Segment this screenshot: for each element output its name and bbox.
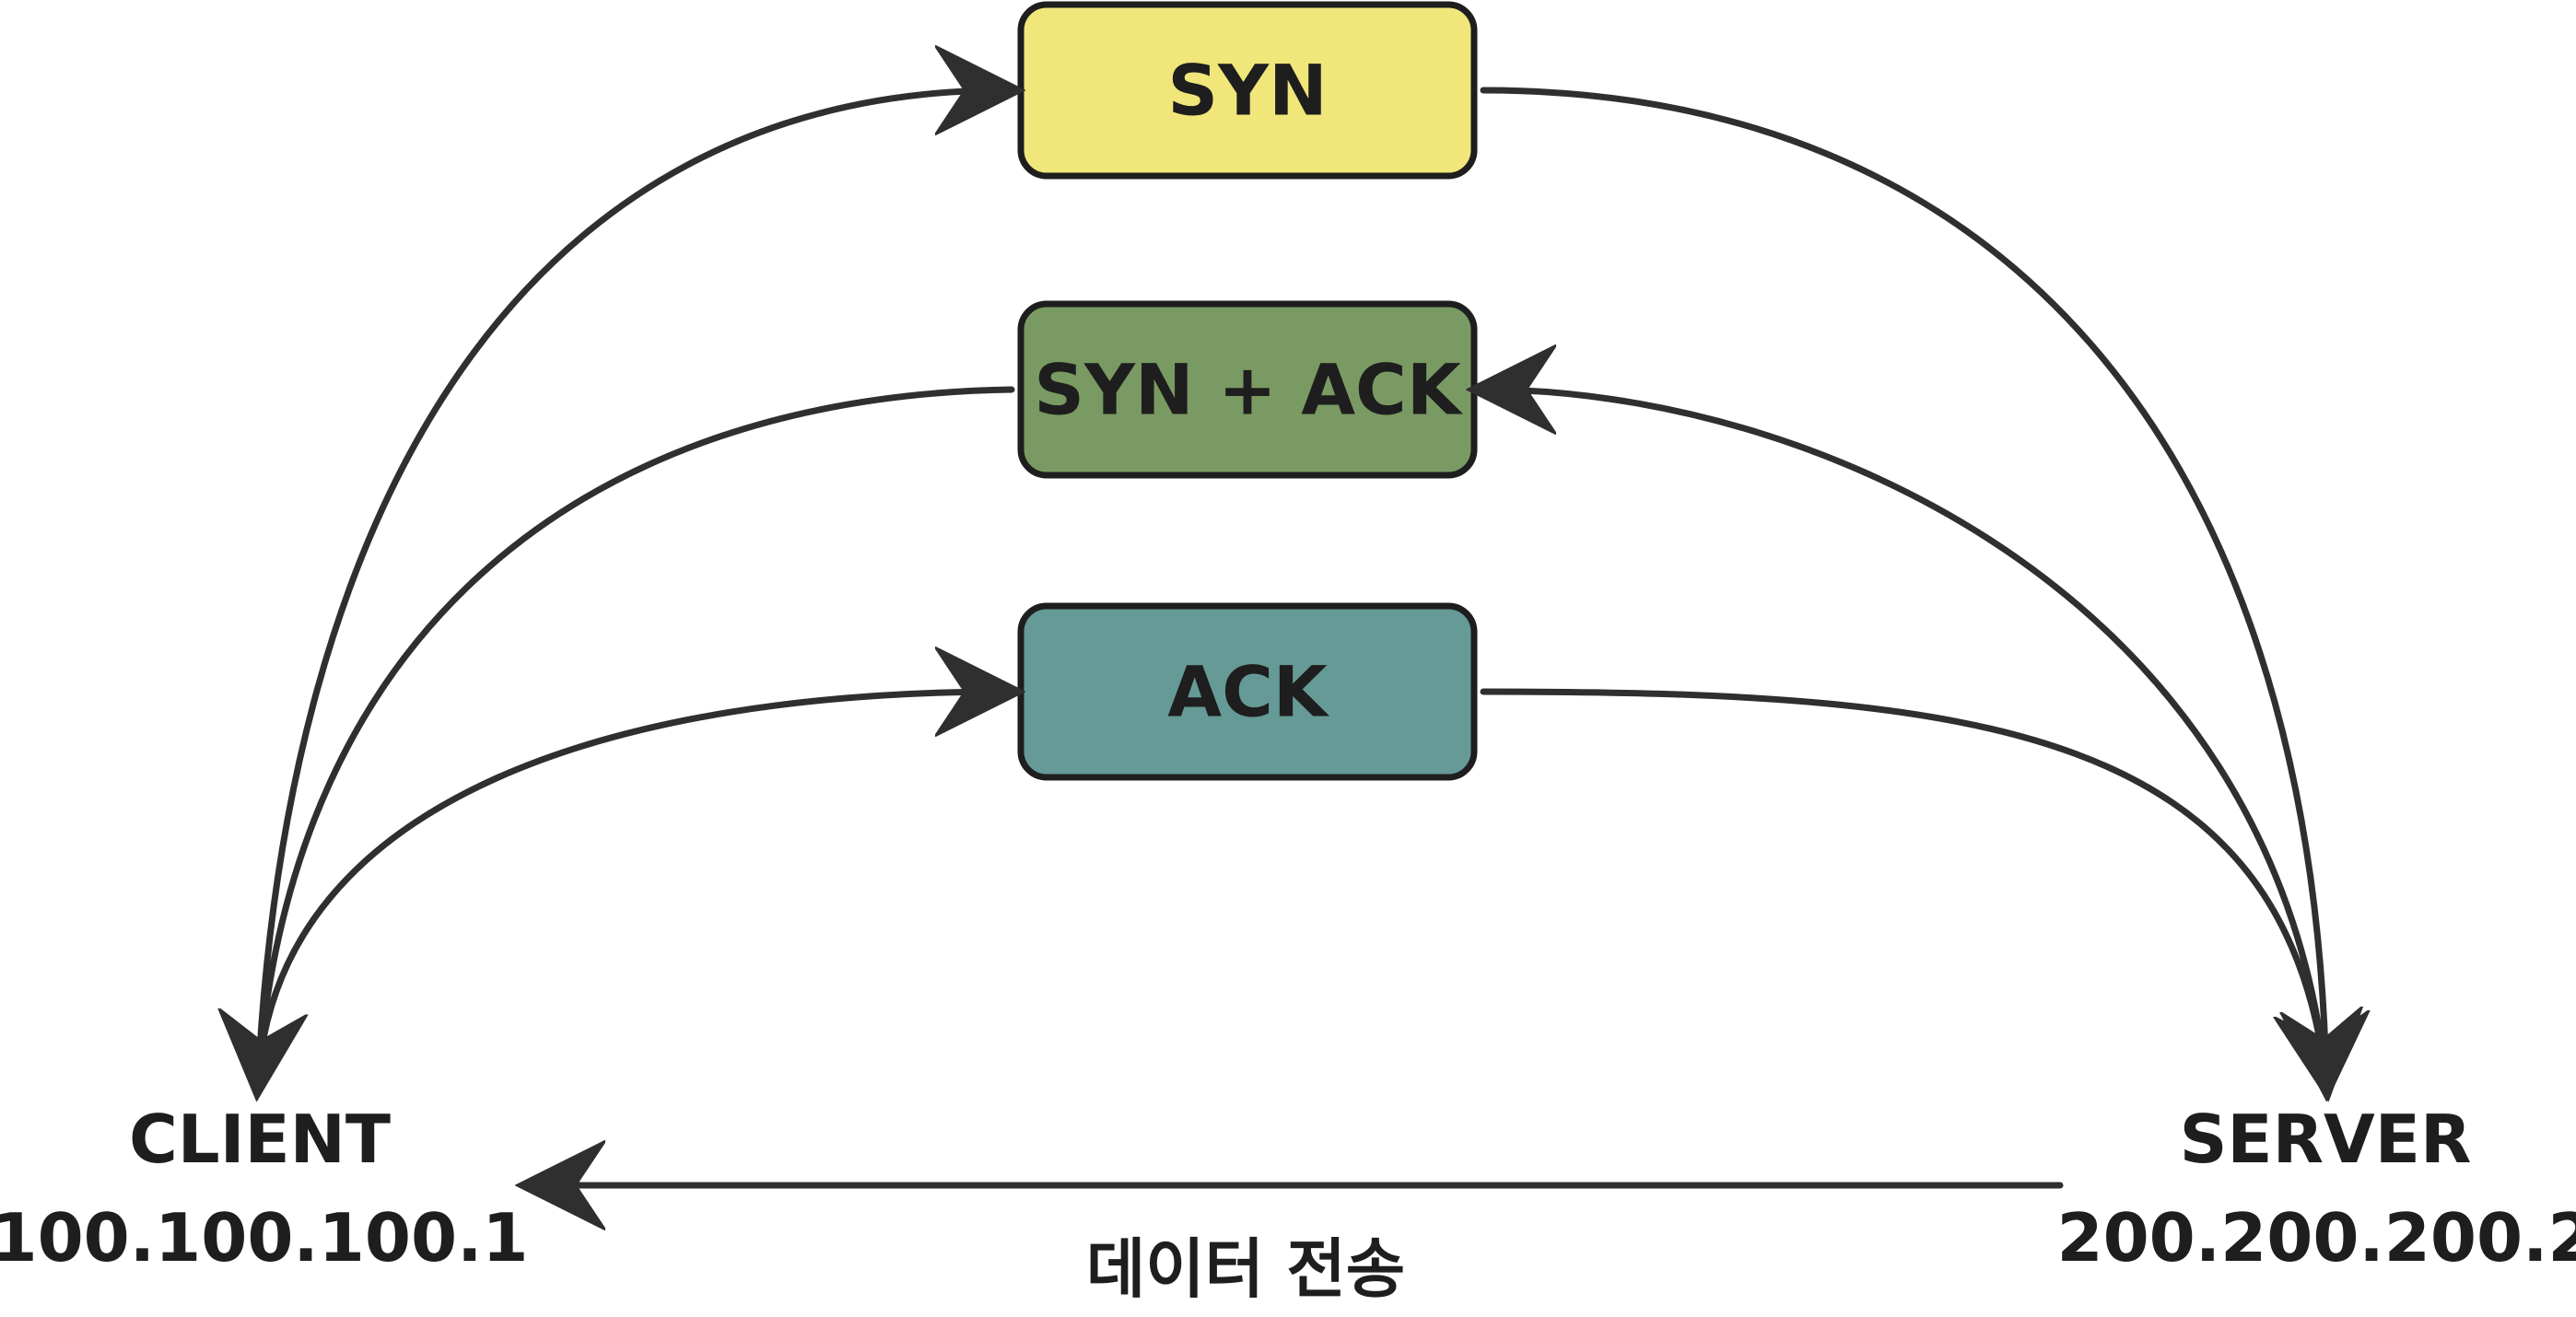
client-name: CLIENT — [129, 1101, 391, 1178]
arrow-client-to-ack — [254, 692, 1006, 1086]
server-node: SERVER 200.200.200.2 — [2056, 1101, 2576, 1276]
synack-box-label: SYN + ACK — [1034, 349, 1464, 431]
ack-box-label: ACK — [1167, 651, 1330, 733]
ack-box: ACK — [1017, 602, 1478, 781]
syn-box-label: SYN — [1167, 50, 1327, 132]
arrow-syn-to-server — [1480, 87, 2326, 1082]
client-ip: 100.100.100.1 — [0, 1199, 529, 1276]
client-node: CLIENT 100.100.100.1 — [0, 1101, 529, 1276]
arrow-ack-to-server — [1480, 688, 2326, 1082]
synack-box: SYN + ACK — [1017, 300, 1478, 479]
arrow-synack-to-client — [258, 386, 1015, 1082]
data-transfer-label: 데이터 전송 — [1086, 1231, 1405, 1307]
server-ip: 200.200.200.2 — [2056, 1199, 2576, 1276]
syn-box: SYN — [1017, 1, 1478, 180]
arrow-client-to-syn — [254, 90, 1006, 1086]
arrow-server-to-synack — [1485, 390, 2330, 1086]
server-name: SERVER — [2180, 1101, 2472, 1178]
